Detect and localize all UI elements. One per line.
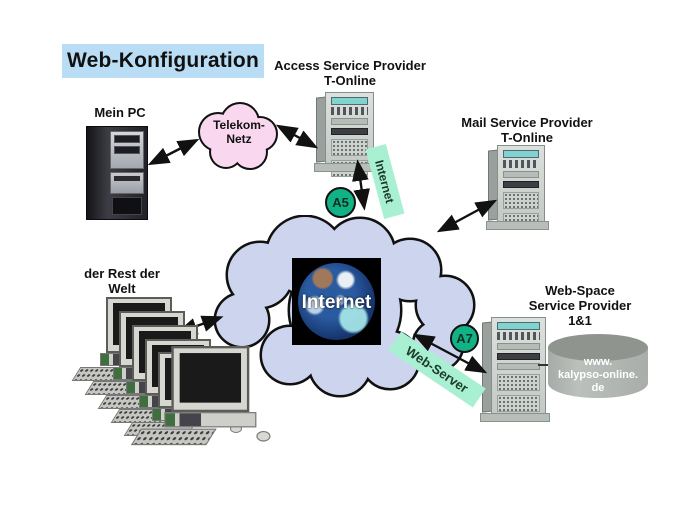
mein-pc-label: Mein PC xyxy=(75,105,165,120)
mouse xyxy=(256,430,271,442)
mail-provider-line1: Mail Service Provider xyxy=(461,115,593,130)
server-slot xyxy=(497,363,540,370)
server-slot-dark xyxy=(503,181,539,188)
monitor-screen xyxy=(179,353,242,403)
internet-cloud-label: Internet xyxy=(301,292,372,313)
server-slot xyxy=(331,118,368,125)
keyboard xyxy=(130,428,217,446)
arrow-pc-telekom xyxy=(147,138,200,166)
database-line1: www. xyxy=(583,356,613,368)
monitor xyxy=(171,346,250,413)
badge-a7: A7 xyxy=(450,324,479,353)
earth-image: Internet xyxy=(292,258,381,345)
access-provider-line2: T-Online xyxy=(324,73,376,88)
server-slot-dark xyxy=(497,353,540,360)
internet-banner: Internet xyxy=(365,144,405,219)
mail-provider-line2: T-Online xyxy=(501,130,553,145)
webspace-provider-line3: 1&1 xyxy=(568,313,592,328)
server-vent xyxy=(497,374,540,391)
server-slot xyxy=(497,343,540,350)
webspace-provider-line1: Web-Space xyxy=(545,283,615,298)
webspace-server-image xyxy=(480,317,550,422)
pc-front-panel xyxy=(109,130,144,170)
pc-drive-bay xyxy=(113,145,140,154)
server-base xyxy=(480,413,550,422)
workstation-front xyxy=(130,346,271,459)
server-vent xyxy=(503,192,539,209)
arrow-telekom-access xyxy=(275,124,319,149)
server-vent xyxy=(331,139,368,156)
server-lcd xyxy=(503,150,539,158)
access-provider-line1: Access Service Provider xyxy=(274,58,426,73)
server-front-panel xyxy=(497,145,545,230)
server-slot-dark xyxy=(331,128,368,135)
rest-der-welt-line2: Welt xyxy=(108,281,136,296)
rest-der-welt-line1: der Rest der xyxy=(84,266,160,281)
database-line3: de xyxy=(591,382,605,394)
pc-vent xyxy=(112,196,142,216)
server-lcd xyxy=(331,97,368,105)
access-server-image xyxy=(314,92,378,177)
mail-provider-label: Mail Service Provider T-Online xyxy=(432,115,622,145)
database-label: www. kalypso-online. de xyxy=(548,356,648,395)
database-cylinder: www. kalypso-online. de xyxy=(548,334,648,398)
desktop-case xyxy=(164,412,257,428)
rest-der-welt-label: der Rest der Welt xyxy=(72,266,172,296)
server-base xyxy=(486,221,549,230)
database-line2: kalypso-online. xyxy=(557,369,639,381)
server-buttons xyxy=(503,160,539,168)
mail-server-image xyxy=(486,145,549,230)
server-buttons xyxy=(497,332,540,340)
access-provider-label: Access Service Provider T-Online xyxy=(255,58,445,88)
server-buttons xyxy=(331,107,368,115)
server-vent xyxy=(497,395,540,412)
pc-button-strip xyxy=(113,176,140,182)
server-front-panel xyxy=(491,317,546,415)
telekom-line2: Netz xyxy=(226,132,252,146)
server-base xyxy=(314,163,378,172)
webspace-provider-line2: Service Provider xyxy=(528,298,632,313)
mein-pc-label-text: Mein PC xyxy=(94,105,146,120)
cylinder-top xyxy=(548,334,648,361)
server-db-connector xyxy=(538,364,554,366)
earth-globe xyxy=(298,263,375,340)
mein-pc-tower-image xyxy=(86,126,148,220)
server-slot xyxy=(503,171,539,178)
telekom-netz-label: Telekom- Netz xyxy=(200,118,278,146)
pc-mid-panel xyxy=(109,172,144,195)
pc-drive-bay xyxy=(113,134,140,143)
telekom-line1: Telekom- xyxy=(213,118,265,132)
page-title: Web-Konfiguration xyxy=(62,44,264,78)
server-lcd xyxy=(497,322,540,330)
badge-a5: A5 xyxy=(325,187,356,218)
webspace-provider-label: Web-Space Service Provider 1&1 xyxy=(505,283,655,328)
